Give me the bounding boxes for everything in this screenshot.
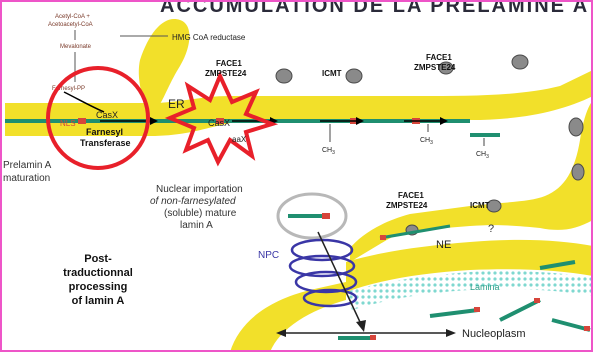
face1-label-2: FACE1 — [426, 53, 452, 62]
enzyme-blob-3 — [569, 118, 583, 136]
face1-enzyme-blob-1 — [276, 69, 292, 83]
zmpste24-label-3: ZMPSTE24 — [386, 201, 428, 210]
post-caption-4: of lamin A — [72, 295, 125, 307]
er-label: ER — [168, 97, 185, 111]
post-caption-3: processing — [69, 281, 128, 293]
ch3-label-3: CH3 — [476, 151, 489, 160]
import-caption-3: (soluble) mature — [164, 208, 237, 219]
nls-label: NLS — [60, 119, 76, 128]
transferase-label: Transferase — [80, 138, 131, 148]
lamina-label: Lamina — [470, 282, 500, 292]
prelamin-caption-2: maturation — [3, 173, 50, 184]
header-title: ACCUMULATION DE LA PRELAMINE A — [160, 0, 589, 17]
casx-label-1: CasX — [96, 110, 118, 120]
import-caption-4: lamin A — [180, 220, 213, 231]
er-protrusion — [139, 19, 190, 104]
question-mark: ? — [488, 223, 494, 235]
hmg-coa-reductase-label: HMG CoA reductase — [172, 33, 246, 42]
prelamin-caption-1: Prelamin A — [3, 160, 52, 171]
ch3-label-2: CH3 — [420, 137, 433, 146]
aax-label: aaX — [232, 135, 247, 144]
farnesyl-label: Farnesyl — [86, 127, 123, 137]
enzyme-blob-4 — [572, 164, 584, 180]
icmt-label-1: ICMT — [322, 69, 342, 78]
mevalonate-label: Mevalonate — [60, 44, 92, 50]
import-caption-1: Nuclear importation — [156, 184, 243, 195]
post-caption-2: traductionnal — [63, 267, 133, 279]
face1-label-3: FACE1 — [398, 191, 424, 200]
import-caption-2: of non-farnesylated — [150, 196, 236, 207]
face1-label-1: FACE1 — [216, 59, 242, 68]
mod-mark-1 — [78, 118, 86, 124]
acetoacetyl-coa-label: Acetoacetyl-CoA — [48, 22, 93, 28]
npc-label: NPC — [258, 250, 279, 261]
icmt-label-2: ICMT — [470, 201, 490, 210]
zmpste24-label-1: ZMPSTE24 — [205, 69, 247, 78]
ch3-label-1: CH3 — [322, 147, 335, 156]
nucleoplasm-label: Nucleoplasm — [462, 328, 526, 340]
casx-label-2: CasX — [208, 118, 230, 128]
ne-label: NE — [436, 239, 451, 251]
enzyme-blob-2 — [512, 55, 528, 69]
acetyl-coa-label: Acetyl-CoA + — [55, 14, 90, 20]
post-caption-1: Post- — [84, 253, 112, 265]
icmt-enzyme-blob-1 — [346, 69, 362, 83]
zmpste24-label-2: ZMPSTE24 — [414, 63, 456, 72]
